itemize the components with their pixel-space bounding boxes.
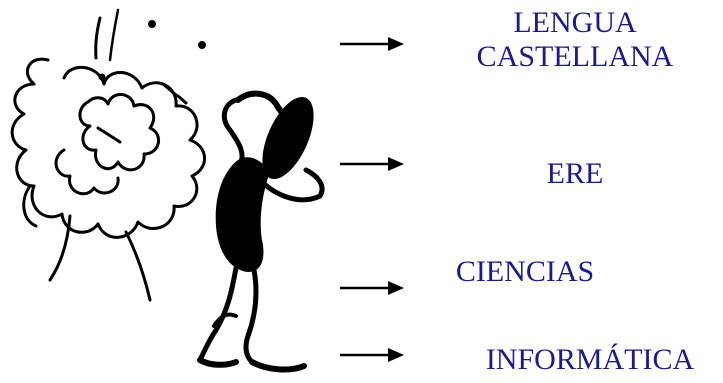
label-line: LENGUA bbox=[513, 6, 637, 39]
idea-burst-marks bbox=[94, 8, 206, 105]
label-line: CASTELLANA bbox=[476, 40, 674, 73]
subject-label-ciencias: CIENCIAS bbox=[440, 255, 610, 289]
label-line: INFORMÁTICA bbox=[485, 343, 695, 376]
subject-label-lengua-castellana: LENGUA CASTELLANA bbox=[440, 6, 710, 74]
arrow-right-icon bbox=[340, 37, 404, 51]
label-line: CIENCIAS bbox=[455, 255, 595, 288]
thinking-person-clipart bbox=[197, 90, 325, 373]
arrow-right-icon bbox=[340, 281, 404, 295]
thought-cloud-clipart bbox=[10, 57, 206, 302]
arrows bbox=[340, 37, 404, 362]
label-line: ERE bbox=[546, 157, 604, 190]
subject-label-ere: ERE bbox=[440, 157, 710, 191]
arrow-right-icon bbox=[340, 348, 404, 362]
subject-label-informatica: INFORMÁTICA bbox=[462, 343, 718, 377]
arrow-right-icon bbox=[340, 157, 404, 171]
